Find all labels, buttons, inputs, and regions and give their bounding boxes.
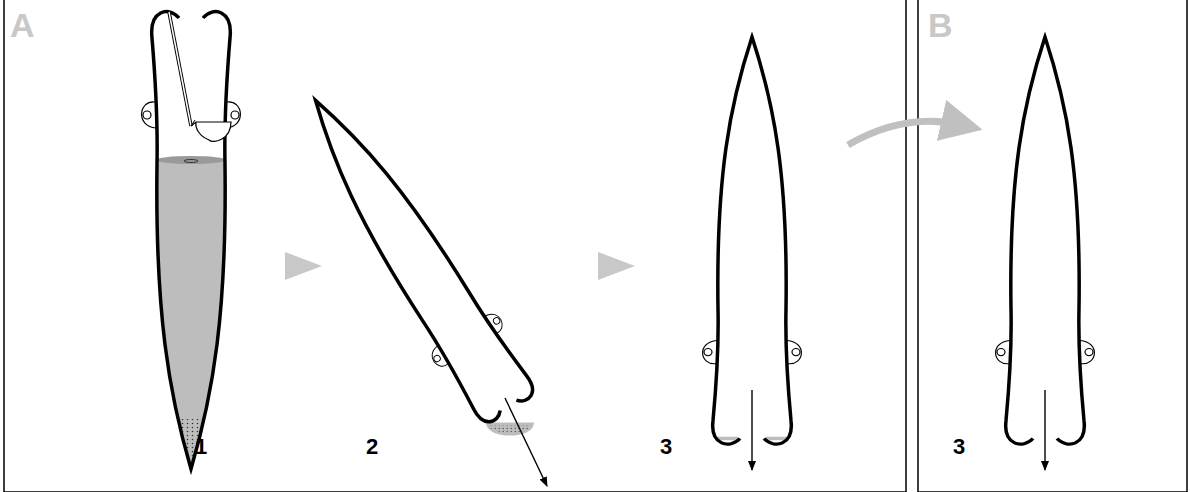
pour-arrow: [505, 398, 547, 486]
amphora-tilted: [282, 79, 563, 459]
step-arrow: [285, 252, 322, 280]
step-number: 1: [195, 436, 207, 458]
transfer-arrow: [848, 121, 962, 145]
amphora-inverted: [996, 37, 1095, 444]
amphora-full: [131, 12, 251, 480]
panel-letter: B: [928, 8, 953, 42]
panel-letter: A: [10, 8, 35, 42]
amphora-inverted: [703, 37, 802, 444]
drain-arrow: [1044, 390, 1045, 470]
panel-frame: [4, 0, 906, 492]
step-arrow: [598, 252, 635, 280]
step-number: 3: [660, 436, 672, 458]
panel-frame: [918, 0, 1187, 492]
step-number: 2: [366, 436, 378, 458]
drain-arrow: [751, 390, 752, 470]
step-number: 3: [953, 436, 965, 458]
